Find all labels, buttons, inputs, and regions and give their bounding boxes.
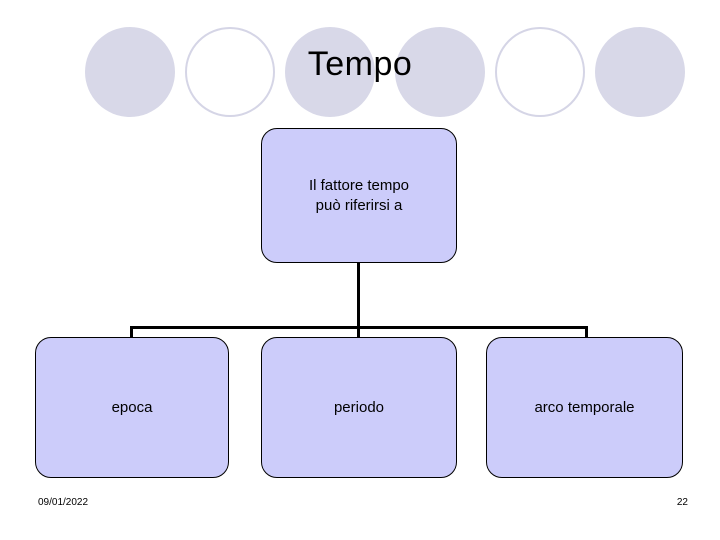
diagram-node-arco-temporale: arco temporale	[486, 337, 683, 478]
diagram-node-epoca-label: epoca	[111, 398, 153, 416]
connector-trunk-vertical	[357, 262, 360, 328]
footer-date: 09/01/2022	[38, 497, 89, 508]
slide-title: Tempo	[307, 45, 413, 83]
diagram-node-epoca: epoca	[35, 337, 229, 478]
connector-drop-periodo	[357, 326, 360, 338]
diagram-node-root: Il fattore tempo può riferirsi a	[261, 128, 457, 263]
connector-drop-arco	[585, 326, 588, 338]
diagram-node-root-label: Il fattore tempo può riferirsi a	[308, 176, 410, 214]
diagram-node-arco-temporale-label: arco temporale	[534, 398, 635, 416]
footer-page-number: 22	[676, 497, 688, 508]
diagram-node-periodo: periodo	[261, 337, 457, 478]
connector-drop-epoca	[130, 326, 133, 338]
diagram-node-periodo-label: periodo	[333, 398, 385, 416]
